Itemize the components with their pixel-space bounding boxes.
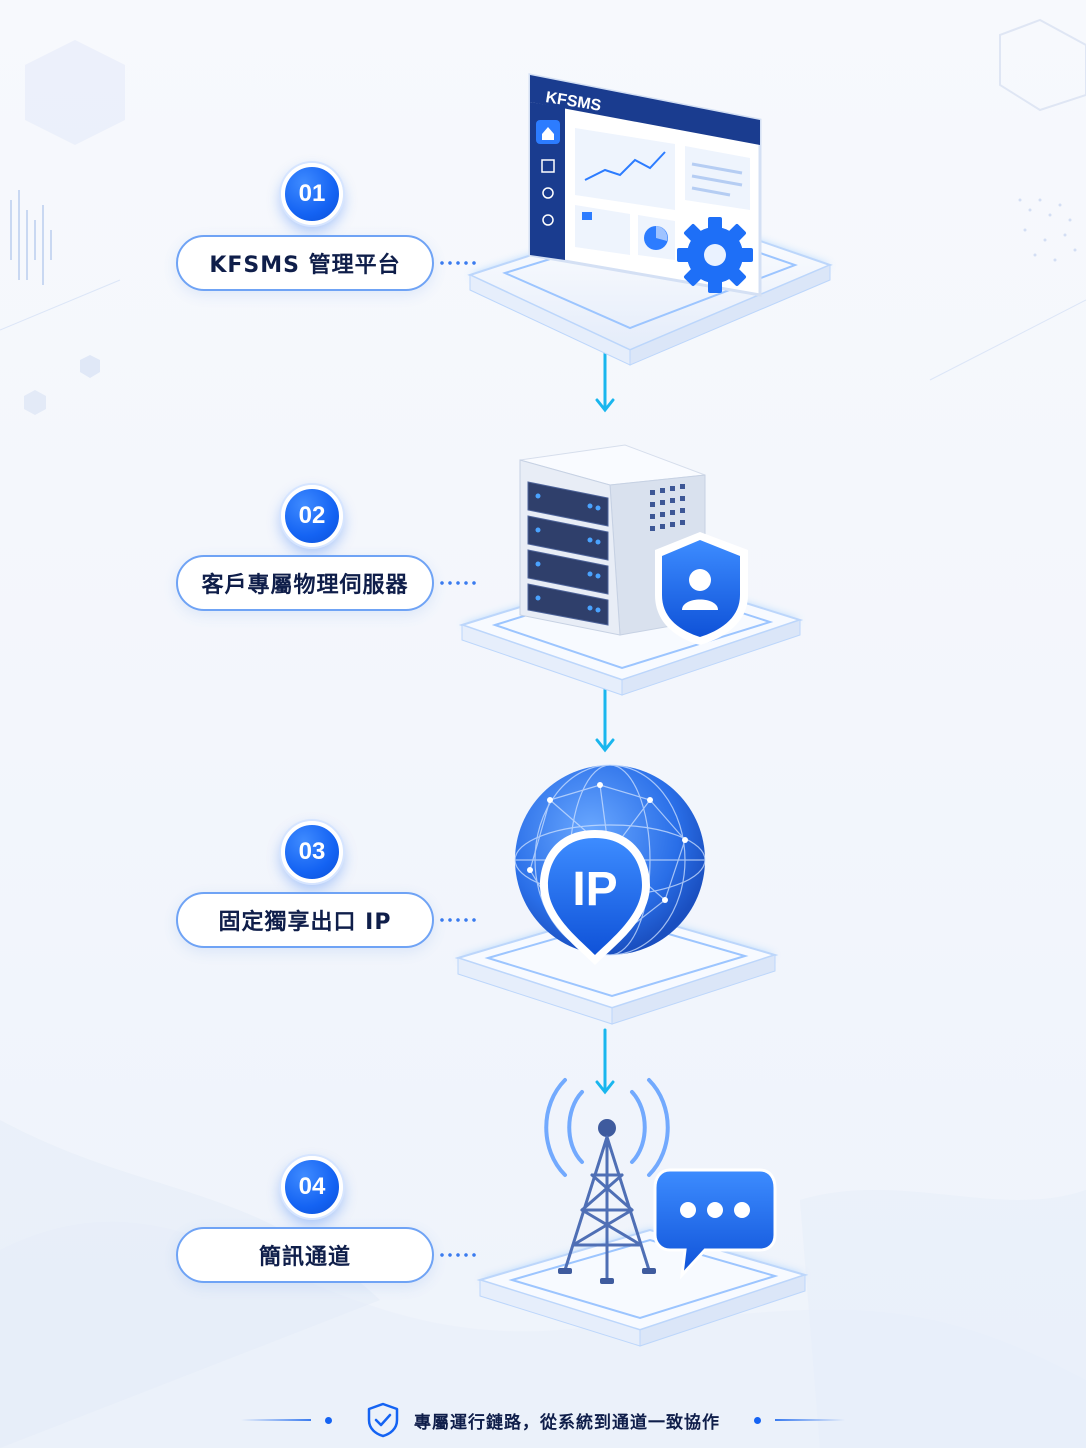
footer-right-line	[775, 1419, 845, 1421]
step-4-number-badge: 04	[281, 1156, 343, 1218]
ip-pin-text: IP	[572, 863, 617, 916]
globe-ip-pin-icon: IP	[454, 764, 779, 1025]
footer-left-line	[241, 1419, 311, 1421]
step-4-connector-dots	[438, 1253, 478, 1257]
shield-check-icon	[367, 1402, 399, 1438]
footer-right-dot	[754, 1416, 761, 1424]
step-1-label: KFSMS 管理平台	[176, 235, 434, 291]
step-1-number-badge: 01	[281, 163, 343, 225]
step-3-number-badge: 03	[281, 821, 343, 883]
server-shield-icon	[458, 444, 804, 696]
tower-chat-icon	[476, 1078, 809, 1347]
footer-tagline: 專屬運行鏈路，從系統到通道一致協作	[0, 1400, 1086, 1440]
footer-text: 專屬運行鏈路，從系統到通道一致協作	[414, 1412, 720, 1433]
step-3-label: 固定獨享出口 IP	[176, 892, 434, 948]
footer-left-dot	[325, 1416, 332, 1424]
step-2-label: 客戶專屬物理伺服器	[176, 555, 434, 611]
step-4-label: 簡訊通道	[176, 1227, 434, 1283]
dashboard-monitor-icon: KFSMS	[467, 73, 833, 366]
step-2-number-badge: 02	[281, 485, 343, 547]
step-2-connector-dots	[438, 581, 478, 585]
step-1-connector-dots	[438, 261, 478, 265]
step-3-connector-dots	[438, 918, 478, 922]
